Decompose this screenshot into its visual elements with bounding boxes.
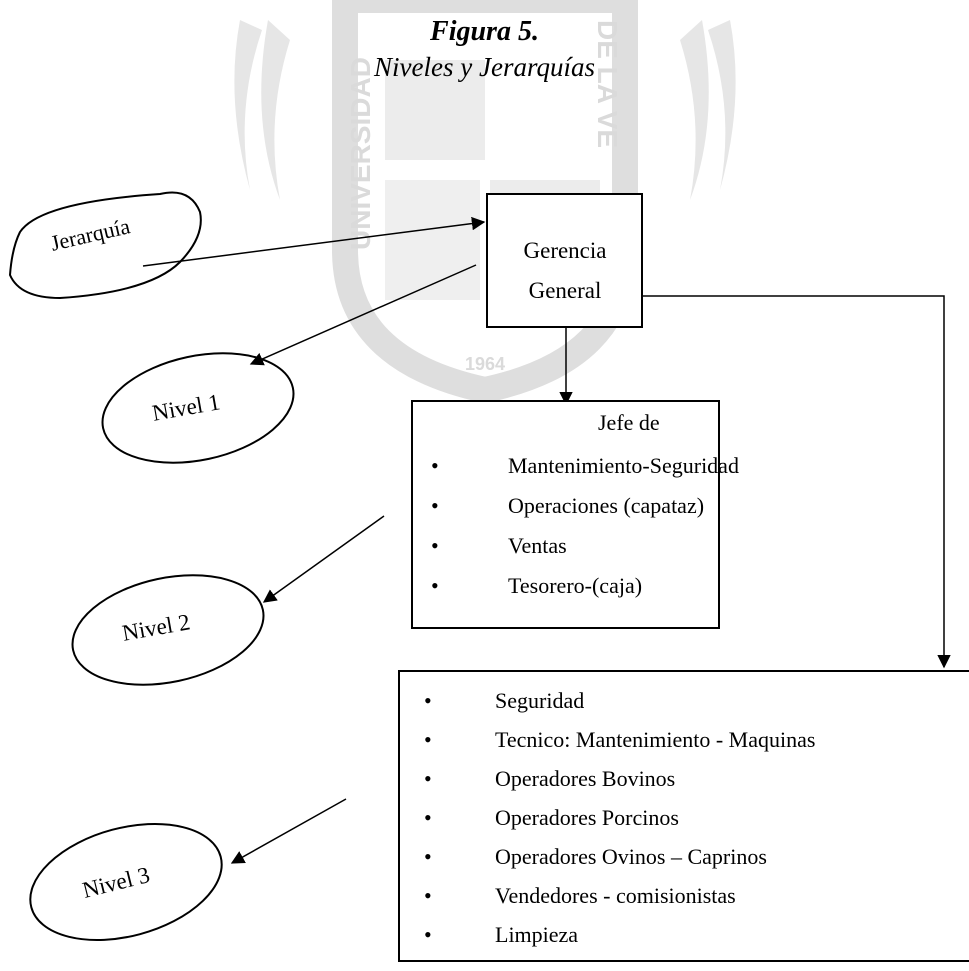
nivel1-ellipse <box>101 352 295 464</box>
staff-bullet: • <box>424 883 432 908</box>
arrow-to-nivel3 <box>230 798 347 864</box>
gerencia-general-box <box>486 193 643 328</box>
watermark-text-right: DE LA VE <box>592 20 623 148</box>
jefes-bullet: • <box>431 573 439 598</box>
jefes-box <box>411 400 720 629</box>
arrow-jefes-nivel2 <box>262 515 385 603</box>
staff-item: Seguridad <box>495 688 585 713</box>
staff-bullet: • <box>424 766 432 791</box>
nivel3-ellipse <box>29 822 223 942</box>
jefes-header: Jefe de <box>598 410 660 435</box>
watermark-year: 1964 <box>465 354 505 374</box>
gerencia-line2: General <box>528 278 602 303</box>
jefes-bullet: • <box>431 493 439 518</box>
jerarquia-bubble <box>8 191 202 300</box>
staff-bullet: • <box>424 922 432 947</box>
staff-item: Operadores Bovinos <box>495 766 676 791</box>
staff-bullet: • <box>424 805 432 830</box>
figure-subtitle: Niveles y Jerarquías <box>374 52 595 82</box>
staff-bullet: • <box>424 688 432 713</box>
figure-label: Figura 5. <box>430 16 539 47</box>
staff-bullet: • <box>424 727 432 752</box>
jefes-item: Ventas <box>508 533 567 558</box>
jefes-item: Mantenimiento-Seguridad <box>508 453 739 478</box>
gerencia-line1: Gerencia <box>523 238 607 263</box>
staff-box <box>398 670 969 962</box>
staff-item: Vendedores - comisionistas <box>495 883 736 908</box>
jefes-item: Operaciones (capataz) <box>508 493 705 518</box>
arrow-gerencia-nivel1 <box>249 264 477 366</box>
jefes-bullet: • <box>431 453 439 478</box>
staff-item: Limpieza <box>495 922 579 947</box>
arrow-jerarquia-gerencia <box>142 216 486 267</box>
staff-item: Operadores Porcinos <box>495 805 679 830</box>
staff-bullet: • <box>424 844 432 869</box>
jefes-item: Tesorero-(caja) <box>508 573 643 598</box>
jefes-bullet: • <box>431 533 439 558</box>
watermark-text-left: UNIVERSIDAD <box>345 57 376 250</box>
nivel2-ellipse <box>71 574 265 686</box>
staff-item: Tecnico: Mantenimiento - Maquinas <box>495 727 816 752</box>
staff-item: Operadores Ovinos – Caprinos <box>495 844 767 869</box>
